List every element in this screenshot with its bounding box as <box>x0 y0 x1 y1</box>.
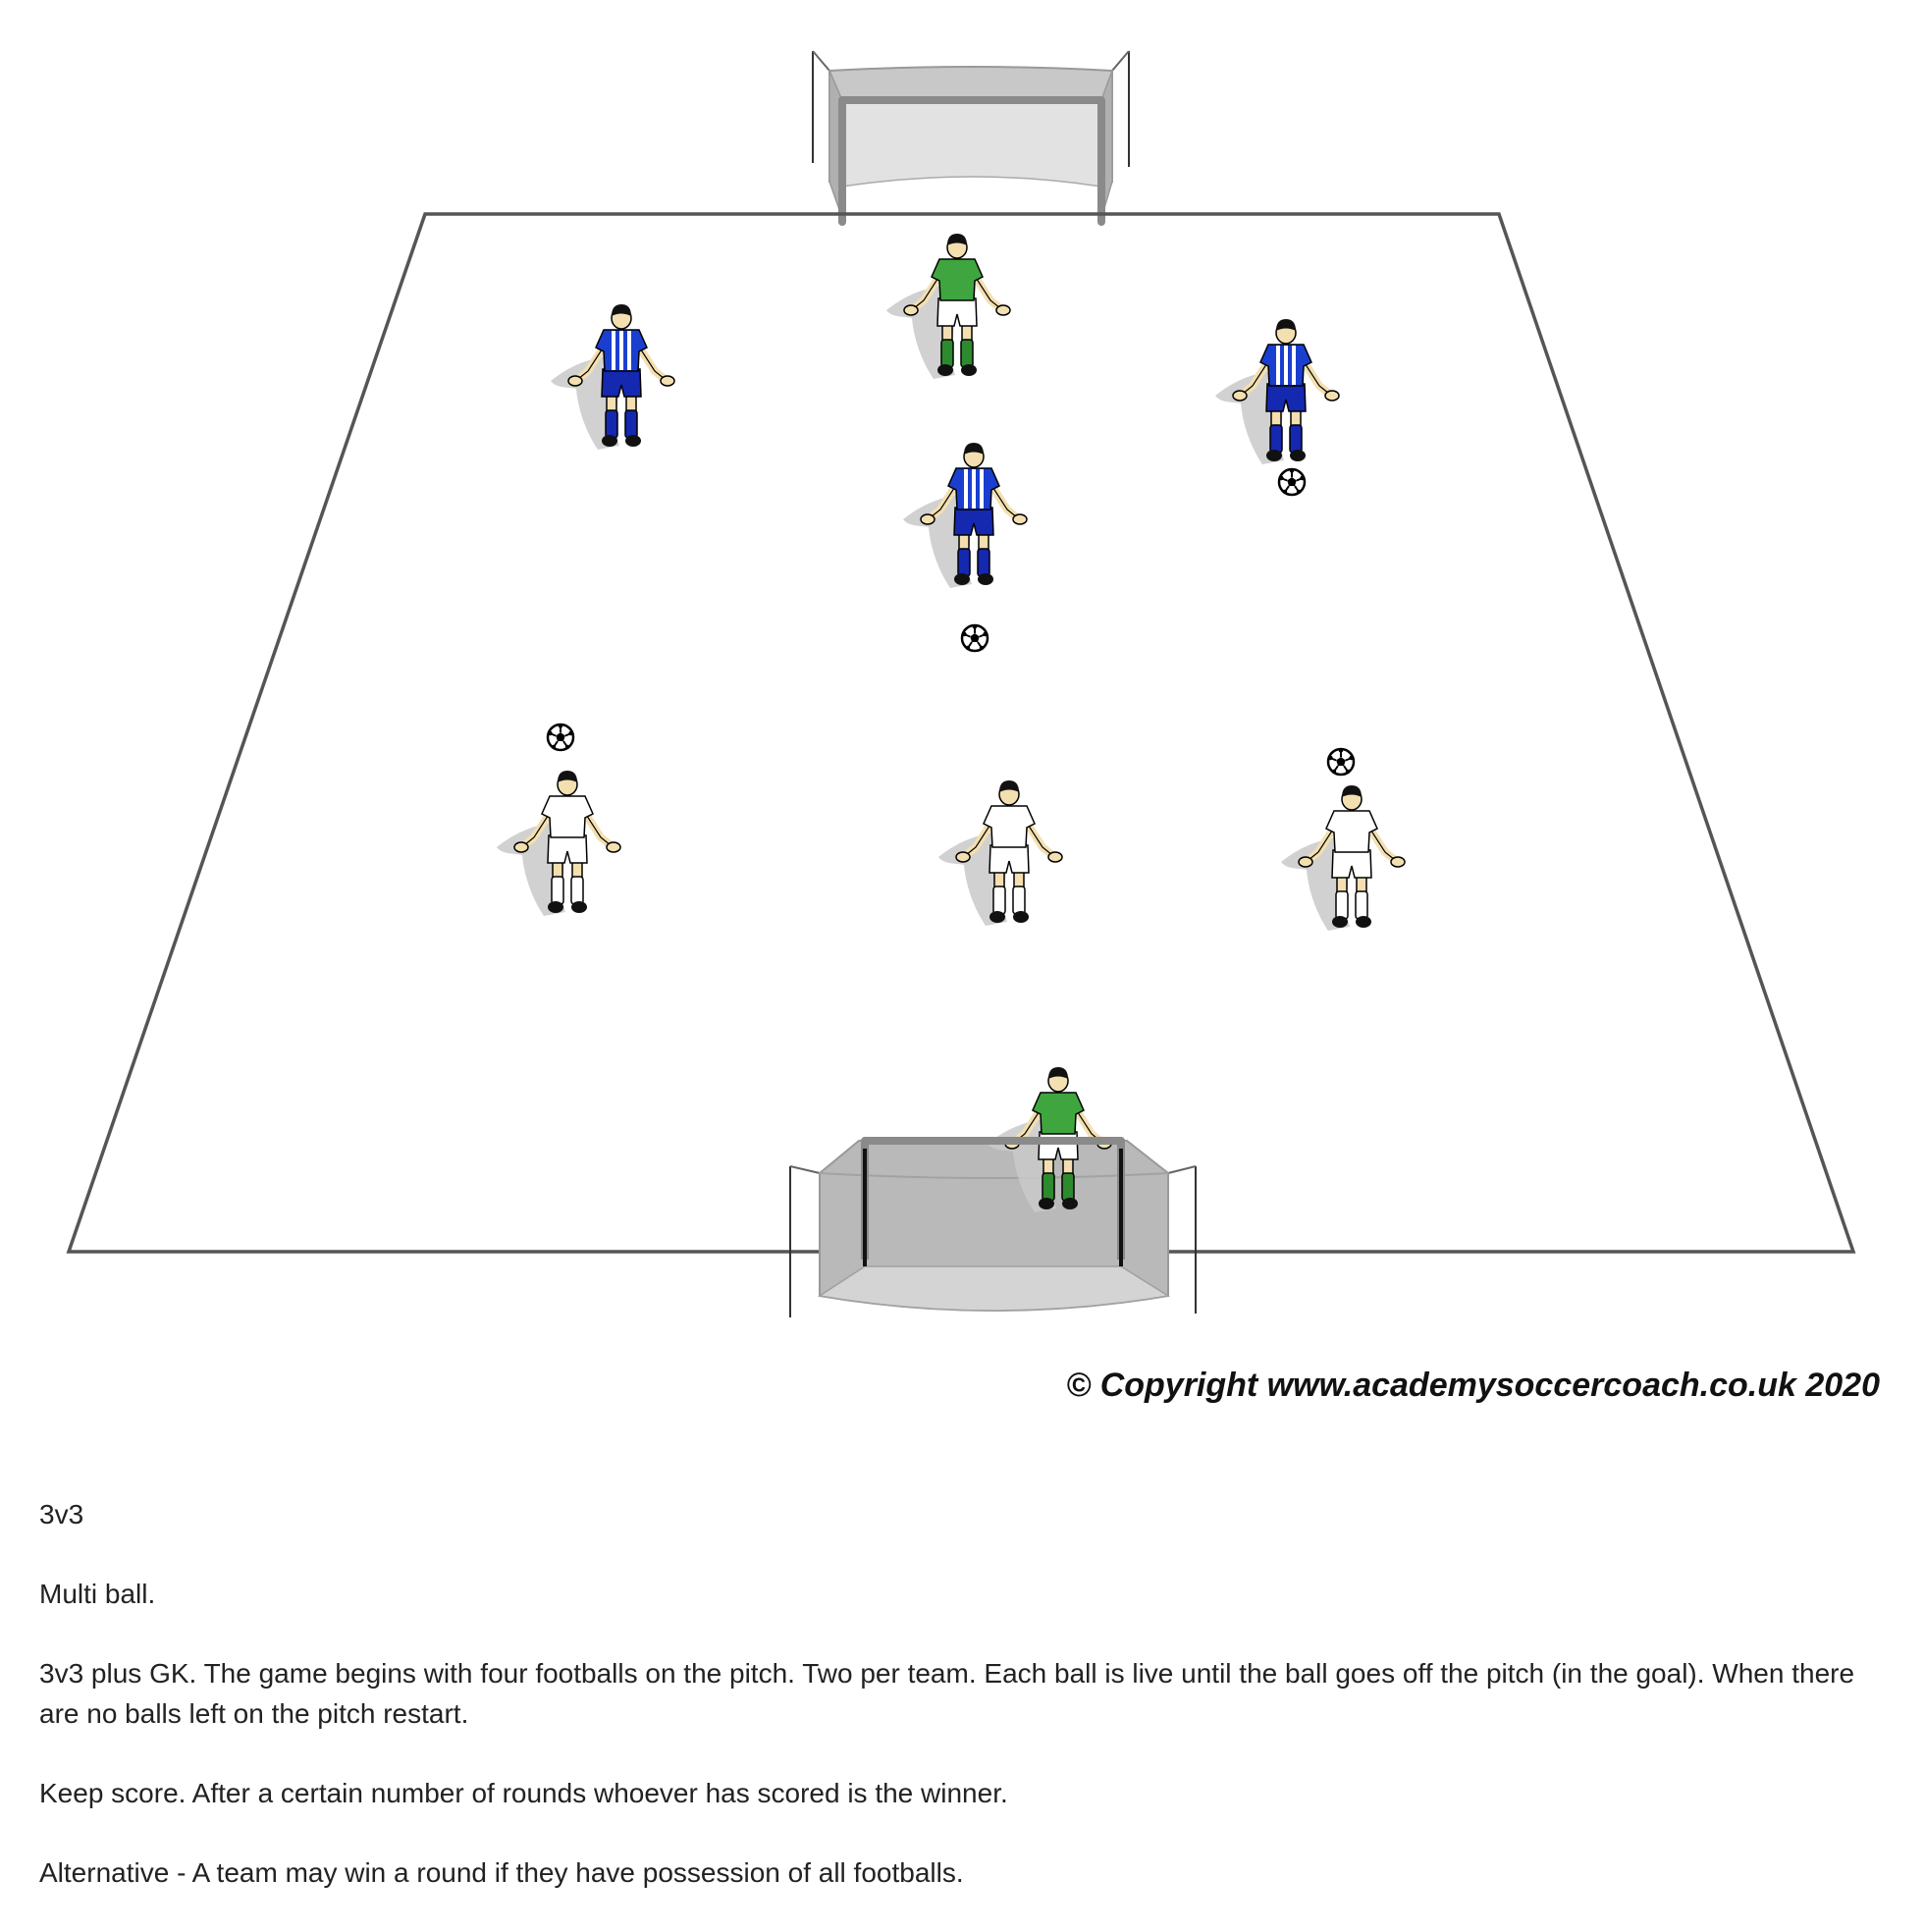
drill-notes: 3v3 Multi ball. 3v3 plus GK. The game be… <box>39 1494 1885 1932</box>
player-keeper-1 <box>886 234 1011 379</box>
bottom-goal-frame <box>861 1137 1125 1266</box>
football-icon <box>1326 747 1356 777</box>
player-white-7 <box>1281 785 1406 931</box>
player-white-5 <box>497 771 621 916</box>
player-blue-3 <box>1215 319 1340 464</box>
drill-title: 3v3 <box>39 1499 84 1530</box>
drill-description: 3v3 plus GK. The game begins with four f… <box>39 1658 1855 1729</box>
football-icon <box>546 723 575 752</box>
player-blue-2 <box>551 304 675 450</box>
pitch-diagram <box>66 50 1856 1317</box>
pitch-outline <box>66 212 1856 1254</box>
player-blue-4 <box>903 443 1028 588</box>
top-goal <box>812 50 1130 226</box>
drill-subtitle: Multi ball. <box>39 1579 156 1609</box>
copyright-notice: © Copyright www.academysoccercoach.co.uk… <box>1066 1367 1880 1404</box>
player-white-6 <box>938 780 1063 926</box>
drill-scoring: Keep score. After a certain number of ro… <box>39 1778 1008 1808</box>
bottom-goal-net <box>789 1140 1197 1317</box>
drill-alternative: Alternative - A team may win a round if … <box>39 1857 964 1888</box>
football-icon <box>1277 467 1307 497</box>
football-icon <box>960 623 989 653</box>
